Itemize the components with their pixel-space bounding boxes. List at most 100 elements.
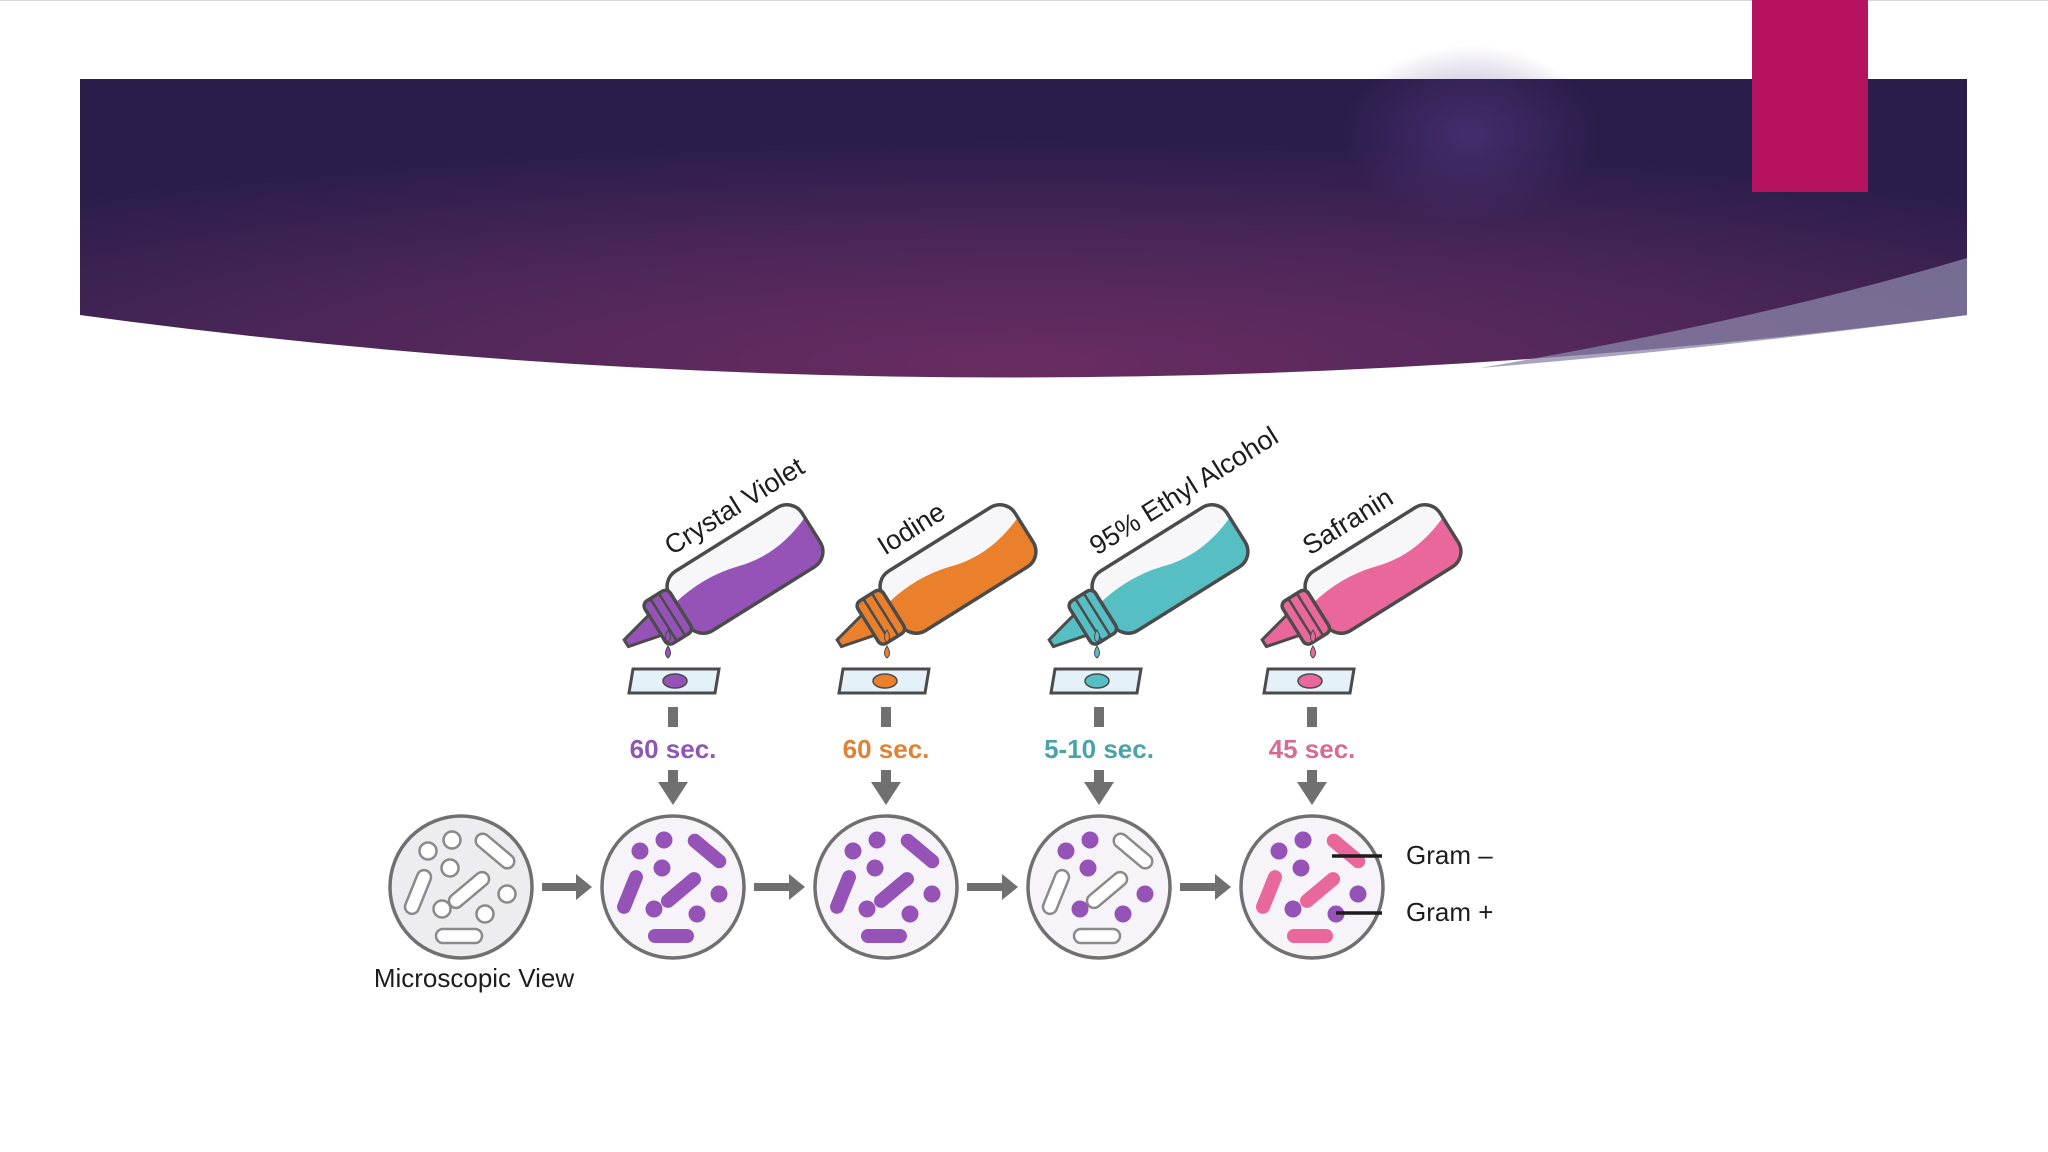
down-arrow-3: 5-10 sec.	[1044, 707, 1154, 805]
coccus-bacterium	[866, 859, 884, 877]
step-arrow-4	[1180, 874, 1231, 900]
squeeze-bottle-icon: Safranin	[1260, 482, 1468, 649]
cap-ridge	[870, 592, 900, 637]
bottle-liquid	[887, 517, 1043, 641]
microscope-view-step-1	[600, 814, 746, 960]
arrow-shaft-top	[881, 707, 891, 727]
microscope-slide-1	[627, 667, 721, 695]
stain-drop	[884, 629, 890, 643]
coccus-bacterium	[1284, 900, 1302, 918]
bottle-liquid	[674, 517, 830, 641]
rod-bacterium	[861, 929, 907, 943]
bottle-nozzle	[1047, 612, 1089, 649]
coccus-bacterium	[1349, 885, 1367, 903]
step-time-label: 5-10 sec.	[1044, 734, 1154, 764]
coccus-bacterium	[1114, 905, 1132, 923]
step-arrow-3	[967, 874, 1018, 900]
stain-drop	[1310, 645, 1316, 659]
top-border	[0, 0, 2048, 1]
gram-negative-label: Gram –	[1406, 840, 1493, 870]
arrow-head	[576, 874, 592, 900]
rod-bacterium	[617, 870, 643, 914]
arrow-shaft-bottom	[1307, 770, 1317, 782]
liquid-fill	[887, 517, 1043, 641]
coccus-bacterium	[645, 900, 663, 918]
accent-tab	[1752, 0, 1868, 192]
coccus-bacterium	[475, 904, 495, 924]
stain-drop	[1094, 629, 1100, 643]
microscope-slide-3	[1049, 667, 1143, 695]
cap-ridge	[1295, 592, 1325, 637]
rod-bacterium	[1287, 929, 1333, 943]
rod-bacterium	[660, 872, 702, 908]
banner-glow	[1340, 45, 1600, 225]
coccus-bacterium	[1079, 859, 1097, 877]
coccus-bacterium	[497, 884, 517, 904]
rod-bacterium	[1085, 870, 1129, 910]
arrow-head	[789, 874, 805, 900]
arrow-shaft	[754, 883, 791, 891]
coccus-bacterium	[1136, 885, 1154, 903]
step-time-label: 60 sec.	[630, 734, 717, 764]
liquid-fill	[1312, 517, 1468, 641]
rod-bacterium	[1256, 870, 1282, 914]
bottle-nozzle	[1260, 612, 1302, 649]
step-time-label: 45 sec.	[1269, 734, 1356, 764]
coccus-bacterium	[1057, 842, 1075, 860]
coccus-bacterium	[844, 842, 862, 860]
coccus-bacterium	[1270, 842, 1288, 860]
rod-bacterium	[434, 927, 484, 945]
gram-positive-label: Gram +	[1406, 897, 1493, 927]
down-arrow-1: 60 sec.	[630, 707, 717, 805]
microscopic-view-label: Microscopic View	[374, 963, 575, 993]
bottle-nozzle	[622, 612, 664, 649]
microscope-view-step-3	[1026, 814, 1172, 960]
arrow-shaft-top	[668, 707, 678, 727]
stain-drop	[665, 645, 671, 659]
liquid-fill	[1099, 517, 1255, 641]
squeeze-bottle-icon: Iodine	[835, 496, 1043, 649]
arrow-head	[871, 782, 901, 805]
squeeze-bottle-icon: Crystal Violet	[622, 451, 830, 649]
rod-bacterium	[873, 872, 915, 908]
coccus-bacterium	[631, 842, 649, 860]
coccus-bacterium	[442, 830, 462, 850]
down-arrow-4: 45 sec.	[1269, 707, 1356, 805]
arrow-head	[1002, 874, 1018, 900]
bottle-liquid	[1312, 517, 1468, 641]
coccus-bacterium	[868, 831, 886, 849]
arrow-shaft-bottom	[881, 770, 891, 782]
coccus-bacterium	[1294, 831, 1312, 849]
coccus-bacterium	[653, 859, 671, 877]
microscopic-view-circle	[388, 814, 534, 960]
step-time-label: 60 sec.	[843, 734, 930, 764]
arrow-head	[1084, 782, 1114, 805]
stain-drop	[1094, 645, 1100, 659]
stain-spot	[872, 673, 898, 689]
rod-bacterium	[1326, 833, 1366, 869]
coccus-bacterium	[440, 858, 460, 878]
rod-bacterium	[1299, 872, 1341, 908]
gram-legend: Gram – Gram +	[1332, 840, 1493, 927]
coccus-bacterium	[655, 831, 673, 849]
rod-bacterium	[1072, 927, 1122, 945]
stain-drop	[1310, 629, 1316, 643]
rod-bacterium	[1041, 868, 1071, 916]
rod-bacterium	[1112, 832, 1154, 870]
liquid-fill	[674, 517, 830, 641]
rod-bacterium	[474, 832, 516, 870]
stain-spot	[1084, 673, 1110, 689]
coccus-bacterium	[688, 905, 706, 923]
coccus-bacterium	[858, 900, 876, 918]
cap-ridge	[657, 592, 687, 637]
banner-swoosh	[1480, 258, 1967, 368]
coccus-bacterium	[1071, 900, 1089, 918]
microscope-view-step-4	[1239, 814, 1385, 960]
arrow-head	[1215, 874, 1231, 900]
stain-drop	[665, 629, 671, 643]
cap-ridge	[1287, 598, 1316, 642]
coccus-bacterium	[1081, 831, 1099, 849]
down-arrow-2: 60 sec.	[843, 707, 930, 805]
